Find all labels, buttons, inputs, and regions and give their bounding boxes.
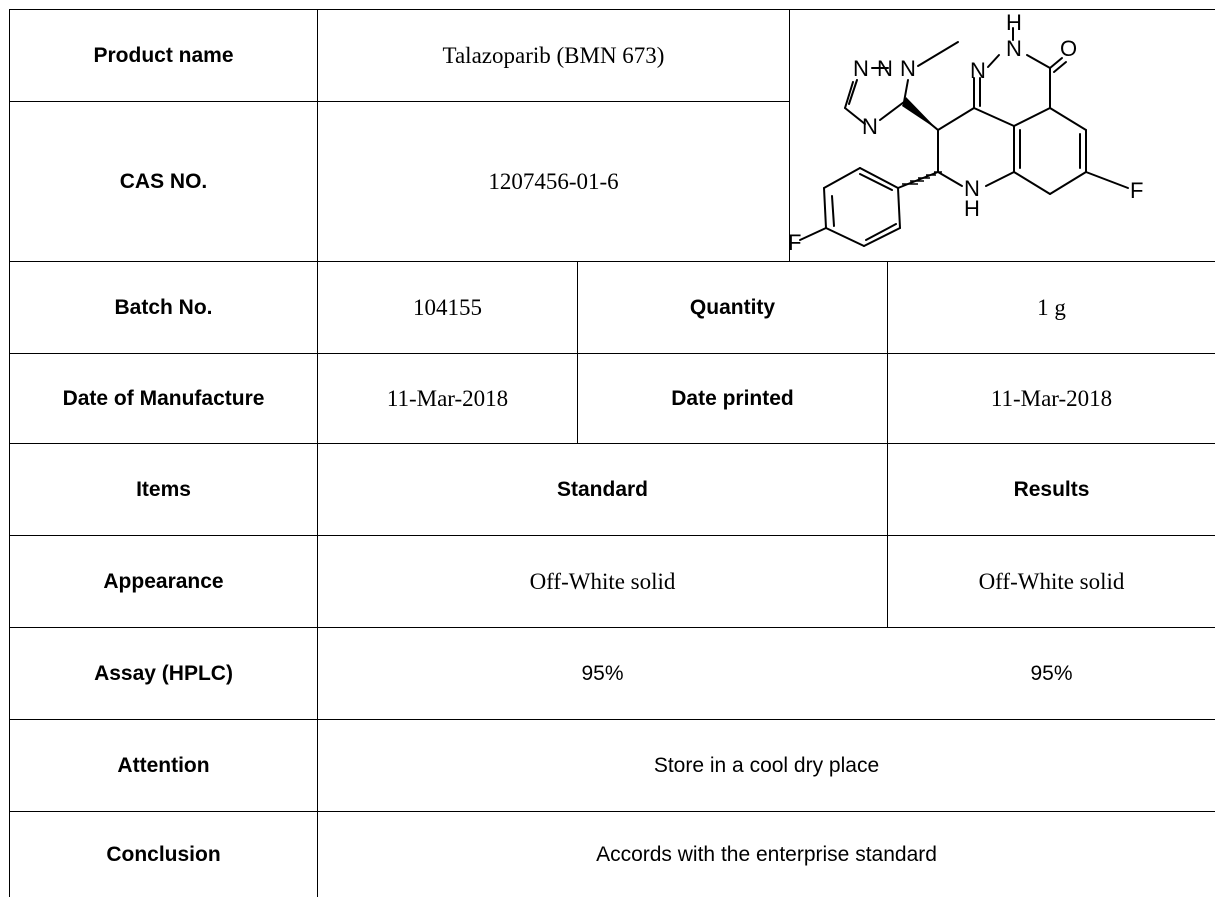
grid-line [317,9,318,897]
grid-line [9,535,1215,536]
atom-label: F [1130,178,1143,203]
atom-label: N [877,56,893,81]
grid-line [9,443,1215,444]
grid-line [9,9,10,897]
chemical-structure-icon: H N O N N N N N F N H F [789,10,1143,255]
cas-number-label: CAS NO. [119,169,208,193]
atom-label: F [789,230,801,255]
atom-label: N [853,56,869,81]
printed-date-value: 11-Mar-2018 [990,385,1113,411]
attention-value: Store in a cool dry place [653,753,880,777]
cas-number-value: 1207456-01-6 [488,168,619,194]
atom-label: H [1006,10,1022,35]
atom-label: N [900,56,916,81]
standard-header: Standard [556,477,648,501]
grid-line [9,353,1215,354]
assay-result: 95% [1030,661,1073,685]
manufacture-date-label: Date of Manufacture [62,386,265,410]
quantity-label: Quantity [689,295,776,319]
appearance-result: Off-White solid [978,568,1125,594]
batch-number-label: Batch No. [114,295,213,319]
atom-label: H [964,196,980,221]
conclusion-label: Conclusion [106,842,221,866]
atom-label: N [1006,36,1022,61]
assay-standard: 95% [581,661,624,685]
atom-label: O [1060,36,1077,61]
atom-label: N [862,114,878,139]
grid-line [9,719,1215,720]
results-header: Results [1013,477,1090,501]
attention-label: Attention [117,753,210,777]
grid-line [789,9,790,261]
assay-label: Assay (HPLC) [94,661,233,685]
manufacture-date-value: 11-Mar-2018 [386,385,509,411]
grid-line [9,261,1215,262]
grid-line [9,9,1215,10]
grid-line [887,261,888,627]
grid-line [577,261,578,443]
quantity-value: 1 g [1037,294,1066,320]
atom-label: N [970,58,986,83]
product-name-value: Talazoparib (BMN 673) [442,42,665,68]
grid-line [9,627,1215,628]
appearance-label: Appearance [103,569,224,593]
batch-number-value: 104155 [413,294,482,320]
printed-date-label: Date printed [671,386,794,410]
product-name-label: Product name [93,43,234,67]
grid-line [9,101,789,102]
conclusion-value: Accords with the enterprise standard [596,842,937,866]
atom-label: N [964,176,980,201]
items-header: Items [136,477,191,501]
grid-line [9,811,1215,812]
appearance-standard: Off-White solid [529,568,676,594]
